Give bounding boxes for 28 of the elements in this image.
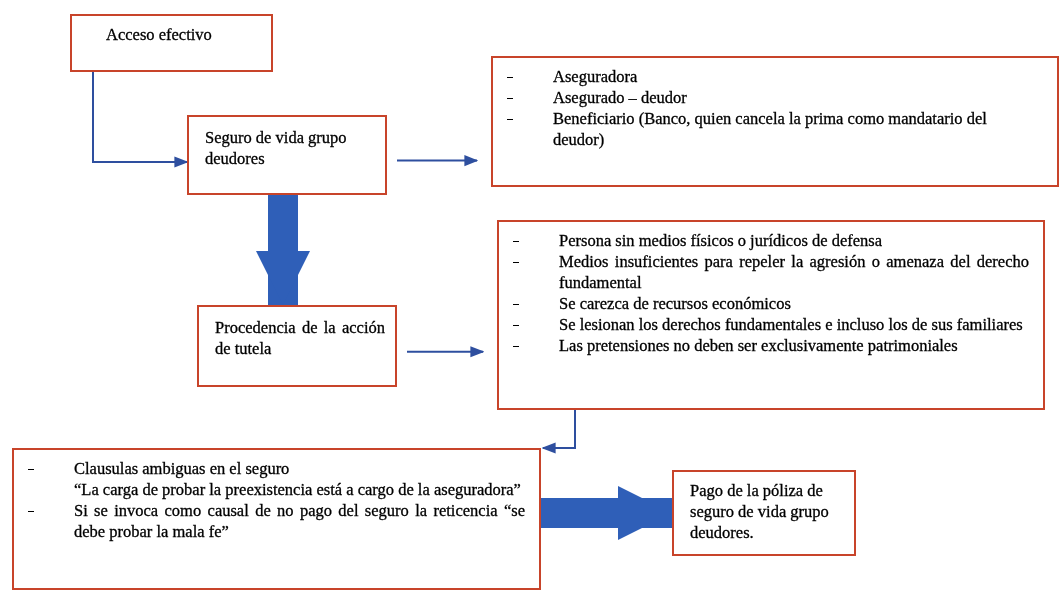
box-text: Seguro de vida grupo deudores xyxy=(205,128,347,168)
box-text: Acceso efectivo xyxy=(106,25,212,44)
list-item: Persona sin medios físicos o jurídicos de defensa xyxy=(559,231,883,250)
list-item: Aseguradora xyxy=(553,67,638,86)
process-box xyxy=(672,470,856,556)
box-text: Procedencia de la acción de tutela xyxy=(215,318,385,358)
process-box xyxy=(70,14,273,72)
list-item: Si se invoca como causal de no pago del seguro la reticencia “se debe probar la mala fe” xyxy=(74,501,525,541)
list-item: Asegurado – deudor xyxy=(553,88,687,107)
process-box xyxy=(197,305,397,387)
arrow xyxy=(92,71,189,168)
list-box xyxy=(12,448,541,590)
arrow xyxy=(406,346,485,358)
list-item: Las pretensiones no deben ser exclusivamente patrimoniales xyxy=(559,336,958,355)
arrow xyxy=(256,195,310,305)
arrow xyxy=(541,409,576,454)
list-box xyxy=(497,220,1045,410)
list-item: Beneficiario (Banco, quien cancela la prima como mandatario del deudor) xyxy=(553,109,987,149)
list-item: Se lesionan los derechos fundamentales e incluso los de sus familiares xyxy=(559,315,1023,334)
list-box xyxy=(491,56,1059,187)
list-item: “La carga de probar la preexistencia está a cargo de la aseguradora” xyxy=(74,480,521,499)
arrow xyxy=(541,486,672,540)
process-box xyxy=(187,115,387,195)
list-item: Se carezca de recursos económicos xyxy=(559,294,791,313)
arrow xyxy=(396,155,479,167)
list-item: Medios insuficientes para repeler la agresión o amenaza del derecho fundamental xyxy=(559,252,1029,292)
list-item: Clausulas ambiguas en el seguro xyxy=(74,459,290,478)
box-text: Pago de la póliza de seguro de vida grupo deudores. xyxy=(690,481,829,542)
